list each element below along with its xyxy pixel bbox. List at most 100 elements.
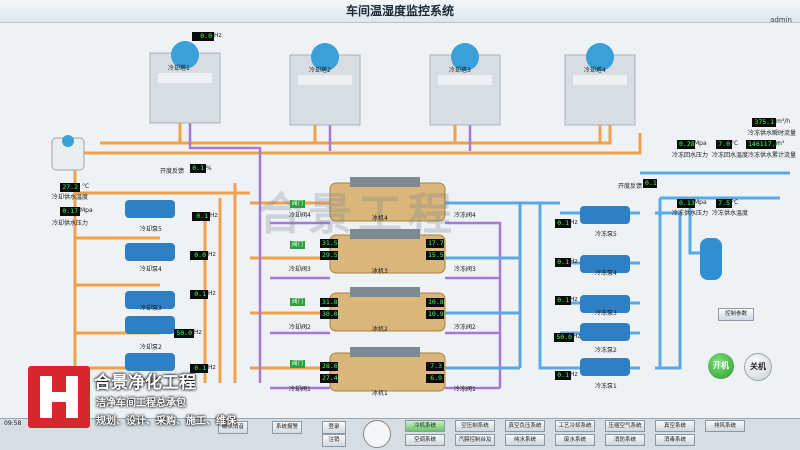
- chilled-pump-3-label[interactable]: 冷冻泵3: [595, 310, 617, 317]
- chilled-return-press-unit: Mpa: [694, 140, 707, 147]
- nav-row2-2[interactable]: 汽膜控制台及: [455, 434, 495, 446]
- cooling-pump-4-label[interactable]: 冷却泵4: [140, 266, 162, 273]
- logo-mark-icon: [28, 366, 90, 428]
- cooling-pump-5: [125, 200, 175, 218]
- cooling-valve-1-label[interactable]: 冷却阀1: [289, 386, 311, 393]
- start-button[interactable]: 开机: [708, 353, 734, 379]
- cooling-pump-3-freq: 0.1: [190, 290, 208, 299]
- chilled-pump-5: [580, 206, 630, 224]
- chiller-1-cool-out: 27.4: [320, 374, 338, 383]
- valve-tag-3: 阀门: [290, 241, 306, 249]
- cooling-supply-press-label: 冷却供水压力: [52, 220, 89, 227]
- cooling-pump-2: [125, 316, 175, 334]
- confirm-silence-button[interactable]: 确认消音: [218, 421, 248, 434]
- nav-row1-2[interactable]: 空压制系统: [455, 420, 495, 432]
- logo-title: 合景净化工程: [94, 373, 196, 393]
- nav-row2-1[interactable]: 空调系统: [405, 434, 445, 446]
- cooling-tower-4-label[interactable]: 冷却塔4: [584, 67, 606, 74]
- chilled-total-flow-label: 冷冻供水累计流量: [748, 152, 797, 159]
- chilled-valve-1-label[interactable]: 冷冻阀1: [454, 386, 476, 393]
- chilled-pump-group: [580, 206, 630, 376]
- bypass-feedback-value: 0.1: [190, 164, 206, 173]
- chilled-flow-value: 375.1: [752, 118, 776, 127]
- cooling-tower-4: [564, 43, 636, 126]
- nav-row2-5[interactable]: 消防系统: [605, 434, 645, 446]
- chiller-2-chill-out: 10.9: [426, 310, 444, 319]
- chilled-valve-3-label[interactable]: 冷冻阀3: [454, 266, 476, 273]
- nav-row1-3[interactable]: 真空负压系统: [505, 420, 545, 432]
- cooling-pump-2-freq: 50.0: [174, 329, 194, 338]
- cooling-tower-1-unit: Hz: [214, 32, 222, 39]
- chiller-3-cool-in: 31.5: [320, 239, 338, 248]
- logo-subtitle-2: 规划、设计、采购、施工、维保: [96, 416, 236, 427]
- chilled-supply-temp-unit: °C: [731, 199, 739, 206]
- valve-tag-1: 阀门: [290, 360, 306, 368]
- nav-row1-6[interactable]: 真空系统: [655, 420, 695, 432]
- chiller-2-chill-in: 10.8: [426, 298, 444, 307]
- chilled-pump-2-label[interactable]: 冷冻泵2: [595, 347, 617, 354]
- cooling-pump-3-label[interactable]: 冷却泵3: [140, 305, 162, 312]
- chilled-pump-4-freq: 0.1: [555, 258, 571, 267]
- chilled-pump-5-label[interactable]: 冷冻泵5: [595, 231, 617, 238]
- chilled-return-temp-unit: °C: [731, 140, 739, 147]
- chiller-1-cool-in: 28.6: [320, 362, 338, 371]
- cooling-pump-5-freq: 0.1: [192, 212, 210, 221]
- nav-chiller-system[interactable]: 冷机系统: [405, 420, 445, 432]
- stop-button[interactable]: 关机: [744, 353, 772, 381]
- nav-row2-3[interactable]: 纯水系统: [505, 434, 545, 446]
- chilled-pump-2-unit: Hz: [573, 333, 581, 340]
- cooling-pump-4-freq: 0.0: [190, 251, 208, 260]
- cooling-valve-3-label[interactable]: 冷却阀3: [289, 266, 311, 273]
- nav-row2-4[interactable]: 废水系统: [555, 434, 595, 446]
- chiller-4-label[interactable]: 冰机4: [372, 215, 388, 222]
- chiller-2-label[interactable]: 冰机2: [372, 326, 388, 333]
- chilled-pump-1-label[interactable]: 冷冻泵1: [595, 383, 617, 390]
- cooling-valve-4-label[interactable]: 冷却阀4: [289, 212, 311, 219]
- valve-tag-4: 阀门: [290, 200, 306, 208]
- chilled-pump-5-freq: 0.1: [555, 219, 571, 228]
- cooling-pump-group: [125, 200, 175, 371]
- cooling-tower-2-label[interactable]: 冷却塔2: [309, 67, 331, 74]
- chilled-supply-temp-label: 冷冻供水温度: [712, 210, 749, 217]
- cooling-pump-5-label[interactable]: 冷却泵5: [140, 226, 162, 233]
- nav-row2-6[interactable]: 消毒系统: [655, 434, 695, 446]
- cooling-tower-2: [289, 43, 361, 126]
- valve-tag-2: 阀门: [290, 298, 306, 306]
- control-params-button[interactable]: 控制参数: [718, 308, 754, 321]
- nav-row1-7[interactable]: 排风系统: [705, 420, 745, 432]
- cooling-pump-2-label[interactable]: 冷却泵2: [140, 344, 162, 351]
- chiller-3-cool-out: 29.5: [320, 251, 338, 260]
- cooling-valve-2-label[interactable]: 冷却阀2: [289, 324, 311, 331]
- chilled-supply-temp-value: 7.5: [716, 199, 732, 208]
- user-label[interactable]: admin: [770, 16, 792, 24]
- chilled-valve-4-label[interactable]: 冷冻阀4: [454, 212, 476, 219]
- chiller-1: [329, 347, 446, 392]
- chilled-pump-4-label[interactable]: 冷冻泵4: [595, 270, 617, 277]
- chiller-3-label[interactable]: 冰机3: [372, 268, 388, 275]
- nav-row1-5[interactable]: 压缩空气系统: [605, 420, 645, 432]
- nav-row1-4[interactable]: 工艺冷却系统: [555, 420, 595, 432]
- top-bar: [0, 0, 800, 23]
- chiller-4: [329, 177, 446, 222]
- system-alarm-button[interactable]: 系统报警: [272, 421, 302, 434]
- watermark-text: 合景工程: [258, 189, 458, 240]
- cooling-pump-1-label[interactable]: 冷却泵1: [140, 378, 162, 385]
- chilled-return-temp-label: 冷冻回水温度: [712, 152, 749, 159]
- chilled-supply-press-label: 冷冻供水压力: [672, 210, 709, 217]
- chiller-1-label[interactable]: 冰机1: [372, 390, 388, 397]
- chilled-pump-4: [580, 255, 630, 273]
- chilled-total-flow-unit: m³: [776, 140, 785, 147]
- right-bypass-value: 0.1: [643, 179, 657, 188]
- cooling-pump-1-freq: 0.1: [190, 364, 208, 373]
- cooling-tower-1-label[interactable]: 冷却塔1: [168, 65, 190, 72]
- login-button[interactable]: 登录: [322, 421, 346, 434]
- chilled-flow-label: 冷冻供水瞬时流量: [748, 130, 797, 137]
- logout-button[interactable]: 注销: [322, 434, 346, 447]
- expansion-tank: [700, 238, 722, 280]
- chilled-valve-2-label[interactable]: 冷冻阀2: [454, 324, 476, 331]
- cooling-pump-3-unit: Hz: [208, 290, 216, 297]
- chilled-supply-press-unit: Mpa: [694, 199, 707, 206]
- cooling-pump-1: [125, 353, 175, 371]
- cooling-tower-3-label[interactable]: 冷却塔3: [449, 67, 471, 74]
- bypass-feedback-unit: %: [206, 165, 212, 172]
